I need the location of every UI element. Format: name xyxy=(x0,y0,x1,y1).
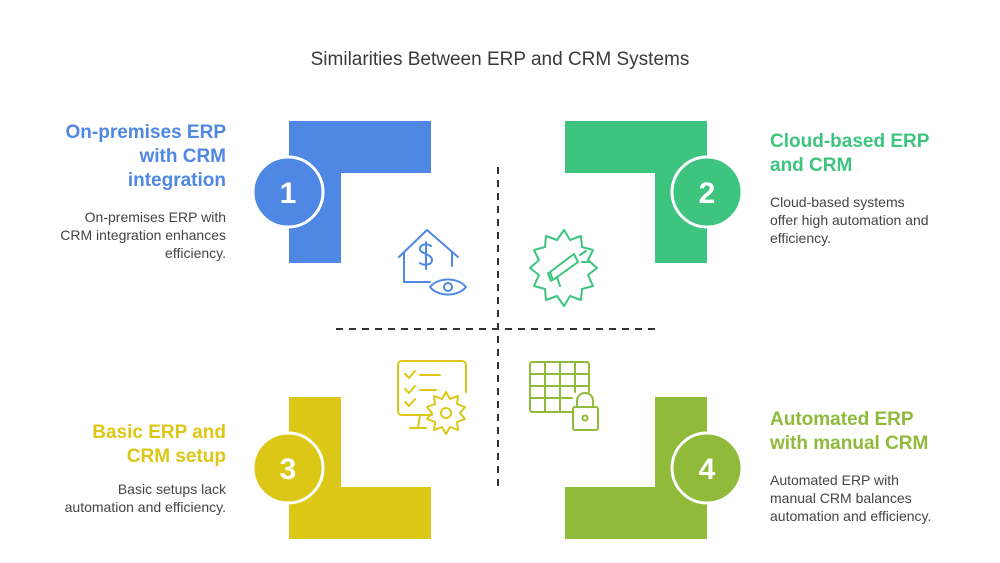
quadrant-1-heading: On-premises ERP with CRM integration xyxy=(26,121,227,193)
quadrant-2-block xyxy=(565,121,707,263)
quadrant-3-description-line: Basic setups lack xyxy=(117,481,226,497)
quadrant-4-block xyxy=(565,397,707,539)
number-3: 3 xyxy=(280,453,297,486)
quadrant-3-heading-line: Basic ERP and xyxy=(92,422,226,443)
number-badge-1: 1 xyxy=(251,155,325,229)
monitor-checklist-gear-icon xyxy=(397,360,467,435)
quadrant-1-block xyxy=(289,121,431,263)
quadrant-1-description: On-premises ERP with CRM integration enh… xyxy=(26,208,226,262)
quadrant-1-heading-line: with CRM xyxy=(139,146,226,167)
quadrant-1-heading-line: integration xyxy=(127,170,226,191)
quadrant-4-description-line: Automated ERP with xyxy=(770,472,899,488)
quadrant-3-heading-line: CRM setup xyxy=(126,446,226,467)
quadrant-1-description-line: On-premises ERP with xyxy=(84,209,226,225)
diagram-title: Similarities Between ERP and CRM Systems xyxy=(310,49,690,70)
number-badge-3: 3 xyxy=(251,431,325,505)
quadrant-4-heading-line: Automated ERP xyxy=(770,409,914,430)
quadrant-2-heading: Cloud-based ERP and CRM xyxy=(770,130,980,178)
table-lock-icon xyxy=(529,361,599,431)
quadrant-4-heading-line: with manual CRM xyxy=(770,433,929,454)
quadrant-2-description-line: offer high automation and xyxy=(770,212,929,228)
quadrant-3-description-line: automation and efficiency. xyxy=(64,499,226,515)
quadrant-4-description: Automated ERP with manual CRM balances a… xyxy=(770,471,990,525)
quadrant-4-description-line: automation and efficiency. xyxy=(770,508,932,524)
quadrant-1-heading-line: On-premises ERP xyxy=(65,122,227,143)
house-dollar-eye-icon xyxy=(398,229,467,296)
quadrant-1-description-line: efficiency. xyxy=(165,245,226,261)
quadrant-2-heading-line: and CRM xyxy=(770,155,853,176)
number-1: 1 xyxy=(280,177,297,210)
quadrant-4-description-line: manual CRM balances xyxy=(770,490,912,506)
quadrant-3-block xyxy=(289,397,431,539)
quadrant-3-heading: Basic ERP and CRM setup xyxy=(26,421,226,469)
number-badge-4: 4 xyxy=(670,431,744,505)
gear-megaphone-icon xyxy=(529,229,598,307)
quadrant-2-description: Cloud-based systems offer high automatio… xyxy=(770,193,985,247)
quadrant-2-description-line: Cloud-based systems xyxy=(770,194,905,210)
quadrant-2-heading-line: Cloud-based ERP xyxy=(770,131,930,152)
number-4: 4 xyxy=(699,453,716,486)
number-2: 2 xyxy=(699,177,716,210)
number-badge-2: 2 xyxy=(670,155,744,229)
quadrant-1-description-line: CRM integration enhances xyxy=(60,227,226,243)
quadrant-2-description-line: efficiency. xyxy=(770,230,831,246)
quadrant-3-description: Basic setups lack automation and efficie… xyxy=(16,480,226,516)
quadrant-4-heading: Automated ERP with manual CRM xyxy=(770,408,980,456)
